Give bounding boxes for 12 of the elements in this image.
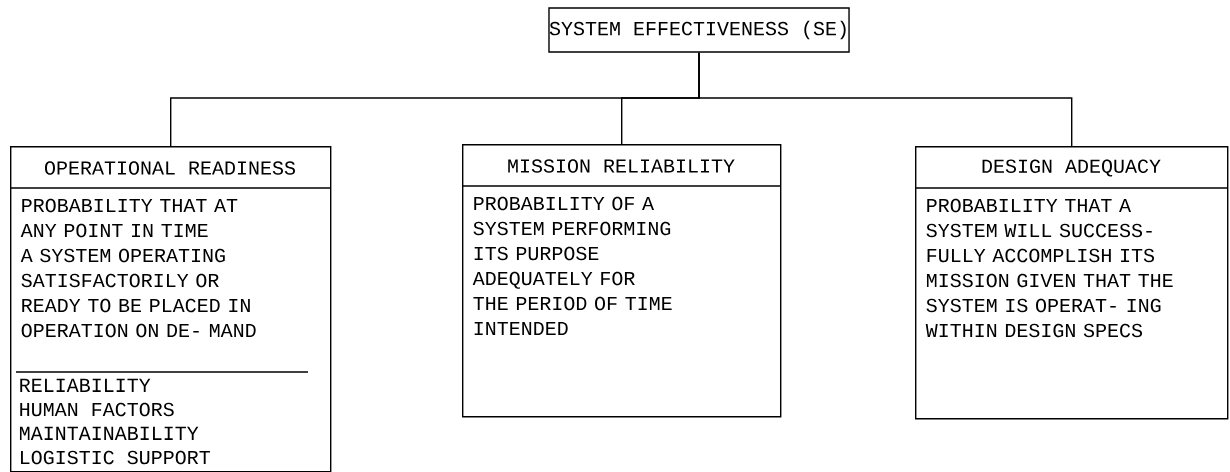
box-heading: MISSION RELIABILITY [508,159,735,173]
list-item: RELIABILITY [20,378,151,392]
connector [698,52,1073,147]
list-item: MAINTAINABILITY [19,426,199,440]
definition-text: PROBABILITY THAT AT ANY POINT IN TIME A SYSTEM OPERATING SATISFACTORILY OR READY TO BE PLACED IN OPERATION ON DE- MAND [20,198,256,338]
list-item: LOGISTIC SUPPORT [21,450,210,465]
box-heading: OPERATIONAL READINESS [45,161,295,175]
list-item: HUMAN FACTORS [20,402,174,417]
box-heading: DESIGN ADEQUACY [982,159,1161,177]
definition-text: PROBABILITY THAT A SYSTEM WILL SUCCESS- FULLY ACCOMPLISH ITS MISSION GIVEN THAT THE SYSTEM IS OPERAT- ING WITHIN DESIGN SPECS [925,198,1173,338]
definition-text: PROBABILITY OF A SYSTEM PERFORMING ITS PURPOSE ADEQUATELY FOR THE PERIOD OF TIME INTENDED [472,196,672,336]
title-box: SYSTEM EFFECTIVENESS (SE) [548,7,850,53]
